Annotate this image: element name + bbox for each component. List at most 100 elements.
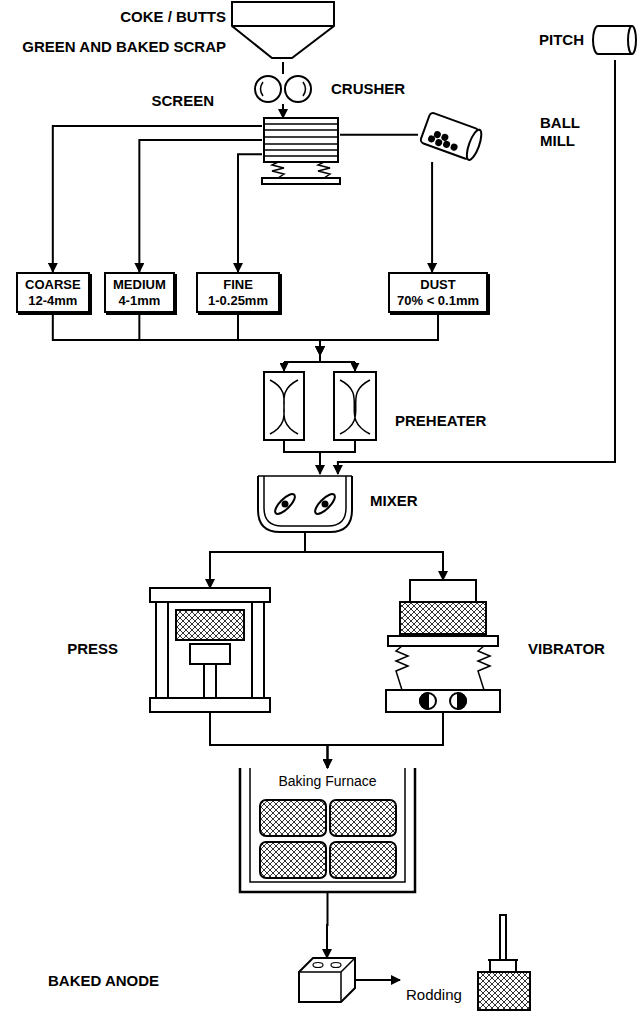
vibrator-spring [396, 646, 490, 690]
equipment-label: COKE / BUTTS [120, 8, 226, 26]
equipment-label: MIXER [370, 492, 418, 510]
screen: SCREEN [262, 118, 340, 185]
vibrator-mould [400, 602, 486, 634]
equipment-label: BAKED ANODE [48, 972, 159, 990]
flow-line [210, 712, 328, 768]
mixer-trough [258, 476, 352, 532]
fraction-name: FINE [205, 277, 271, 293]
anode-block [260, 800, 326, 836]
mixer-blade [312, 491, 337, 516]
equipment-label: VIBRATOR [528, 640, 605, 658]
press-mould [176, 610, 244, 640]
flow-line [210, 532, 305, 588]
crusher-roll [285, 76, 311, 102]
hopper-rim [232, 25, 334, 27]
flow-line [139, 313, 320, 355]
equipment-label: Baking Furnace [240, 773, 415, 790]
press-ram [190, 644, 230, 664]
anode-block [260, 842, 326, 878]
equipment-label: BALL MILL [540, 114, 590, 150]
flow-line [340, 134, 418, 136]
fraction-name: COARSE [25, 277, 81, 293]
flow-line [53, 313, 320, 355]
flow-line [139, 140, 262, 272]
press-column [156, 602, 168, 698]
eccentric-mass [420, 693, 466, 709]
ball [442, 134, 448, 140]
press-stem [204, 664, 216, 698]
vibrator-table [388, 636, 498, 646]
furnace-wall [240, 768, 415, 892]
flow-line [282, 62, 284, 74]
anode-block [330, 800, 396, 836]
flow-line [53, 126, 262, 272]
pitch-tank-end [628, 26, 636, 54]
pitch-tank [593, 26, 632, 54]
fraction-name: DUST [397, 277, 479, 293]
anode-stub-hole [313, 963, 323, 968]
baking-furnace: Baking Furnace [240, 768, 415, 892]
rod-yoke [488, 960, 518, 972]
ball-mill-end [464, 128, 484, 161]
press-beam [150, 588, 270, 602]
flow-line [305, 532, 443, 580]
size-range: 70% < 0.1mm [397, 293, 479, 309]
equipment-label: CRUSHER [331, 80, 405, 98]
press: PRESS [150, 588, 270, 712]
hopper [232, 2, 334, 58]
fraction-box: FINE1-0.25mm [196, 272, 280, 313]
fraction-box: MEDIUM4-1mm [104, 272, 175, 313]
screen-deck [264, 118, 338, 162]
rodded-anode [478, 972, 530, 1010]
size-range: 1-0.25mm [205, 293, 271, 309]
mixer-shaft [323, 502, 328, 507]
equipment-label: GREEN AND BAKED SCRAP [22, 38, 226, 56]
crusher-roll-mark [261, 82, 306, 96]
press-column [252, 602, 264, 698]
flow-line [328, 712, 444, 768]
flow-line [282, 104, 284, 118]
pitch-tank: PITCH [594, 22, 636, 60]
baked-anode: BAKED ANODE [299, 958, 355, 1002]
ball-mill [420, 112, 485, 162]
baked-anode-edge [299, 958, 355, 1002]
hopper: COKE / BUTTSGREEN AND BAKED SCRAP [232, 2, 334, 62]
equipment-label: PREHEATER [395, 412, 486, 430]
equipment-label: Rodding [406, 986, 462, 1004]
mixer-blade [272, 491, 297, 516]
size-range: 4-1mm [113, 293, 166, 309]
screen-spring [272, 162, 330, 178]
fraction-name: MEDIUM [113, 277, 166, 293]
size-range: 12-4mm [25, 293, 81, 309]
rodding: Rodding [400, 915, 534, 1015]
equipment-label: SCREEN [151, 92, 214, 110]
flow-line [319, 455, 321, 474]
flow-line [431, 162, 433, 272]
flow-line [326, 892, 329, 958]
merge-line [284, 440, 355, 455]
split-line [284, 355, 355, 371]
press-base [150, 698, 270, 712]
split-arrow [283, 362, 285, 371]
flow-line [320, 313, 438, 355]
fraction-box: COARSE12-4mm [16, 272, 90, 313]
crusher: CRUSHER [253, 74, 313, 104]
ball [436, 139, 442, 145]
flow-line [238, 154, 262, 272]
mixer-shaft [283, 502, 288, 507]
screen-slats [264, 124, 338, 156]
flow-line [338, 60, 615, 474]
vibrator-weight [410, 580, 476, 602]
ball [428, 136, 434, 142]
screen-base [262, 178, 340, 184]
preheater: PREHEATER [262, 355, 378, 455]
ball-mill: BALL MILL [418, 108, 482, 162]
fraction-box: DUST70% < 0.1mm [388, 272, 488, 313]
ball [451, 144, 457, 150]
crusher-roll [255, 76, 281, 102]
anode-block [330, 842, 396, 878]
anode-stub-hole [331, 963, 341, 968]
